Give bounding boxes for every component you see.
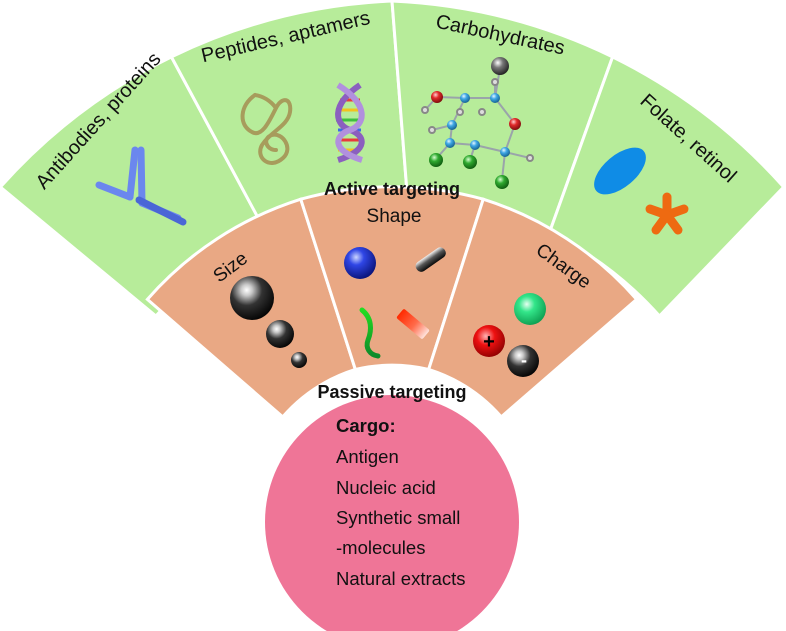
positive-sign: + xyxy=(483,331,495,353)
blue-ellipse-icon xyxy=(594,147,646,195)
cargo-item: -molecules xyxy=(336,537,425,558)
cargo-circle xyxy=(265,395,519,631)
negative-sign: - xyxy=(521,350,527,370)
cargo-item: Synthetic small xyxy=(336,507,460,528)
neutral-sphere-icon xyxy=(514,293,546,325)
orange-rod-icon xyxy=(396,309,430,339)
negative-sphere-icon xyxy=(507,345,539,377)
orange-star-icon xyxy=(645,192,689,235)
carbohydrate-molecule-icon xyxy=(421,57,534,189)
dna-helix-icon xyxy=(335,82,365,163)
cargo-item: Antigen xyxy=(336,446,399,467)
size-spheres-icon xyxy=(230,276,307,368)
passive-segment-shape xyxy=(298,185,486,372)
green-worm-icon xyxy=(359,307,381,359)
blue-sphere-icon xyxy=(344,247,376,279)
black-rod-icon xyxy=(415,247,446,272)
cargo-item: Nucleic acid xyxy=(336,477,436,498)
shapes-icon xyxy=(344,247,446,359)
label-shape: Shape xyxy=(367,206,422,227)
active-targeting-label: Active targeting xyxy=(324,179,460,199)
positive-sphere-icon xyxy=(473,325,505,357)
cargo-title: Cargo: xyxy=(336,415,396,436)
charge-spheres-icon: + - xyxy=(473,293,546,377)
peptide-icon xyxy=(240,93,293,165)
peptide-dna-icon xyxy=(240,82,365,165)
cargo-text: Cargo: Antigen Nucleic acid Synthetic sm… xyxy=(336,415,466,589)
folate-retinol-icon xyxy=(594,147,689,235)
passive-targeting-label: Passive targeting xyxy=(317,382,466,402)
cargo-item: Natural extracts xyxy=(336,568,466,589)
antibody-icon xyxy=(95,146,187,226)
